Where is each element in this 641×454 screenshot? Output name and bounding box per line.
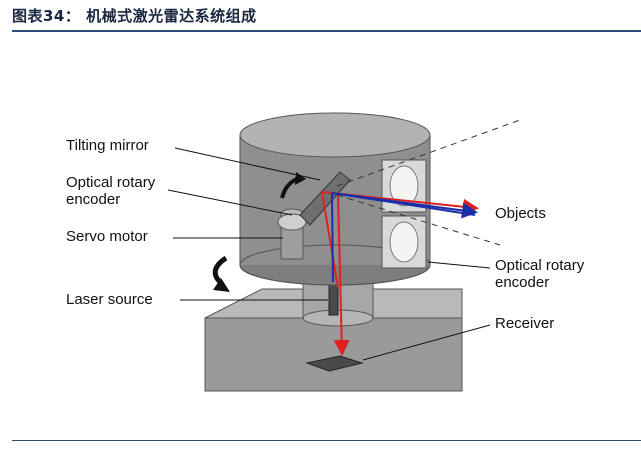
receiver-sensor — [305, 355, 364, 372]
figure-title: 图表34： 机械式激光雷达系统组成 — [12, 7, 257, 25]
label-optical-rotary-encoder-left-2: encoder — [66, 191, 120, 208]
label-optical-rotary-encoder-right-1: Optical rotary — [495, 257, 585, 274]
tilting-mirror — [299, 171, 351, 226]
head-rotation-arrow-icon — [212, 255, 230, 292]
optical-window-upper — [381, 159, 427, 213]
label-receiver: Receiver — [495, 315, 554, 332]
optical-window-lower — [381, 215, 427, 269]
leader-lines — [167, 147, 491, 361]
title-rule — [12, 30, 641, 32]
label-laser-source: Laser source — [66, 291, 153, 308]
label-tilting-mirror: Tilting mirror — [66, 137, 149, 154]
bottom-rule — [12, 440, 641, 441]
returning-laser-beam — [331, 192, 478, 283]
servo-motor — [277, 208, 307, 260]
label-optical-rotary-encoder-left-1: Optical rotary — [66, 174, 156, 191]
label-objects: Objects — [495, 205, 546, 222]
label-optical-rotary-encoder-right-2: encoder — [495, 274, 549, 291]
label-servo-motor: Servo motor — [66, 228, 148, 245]
